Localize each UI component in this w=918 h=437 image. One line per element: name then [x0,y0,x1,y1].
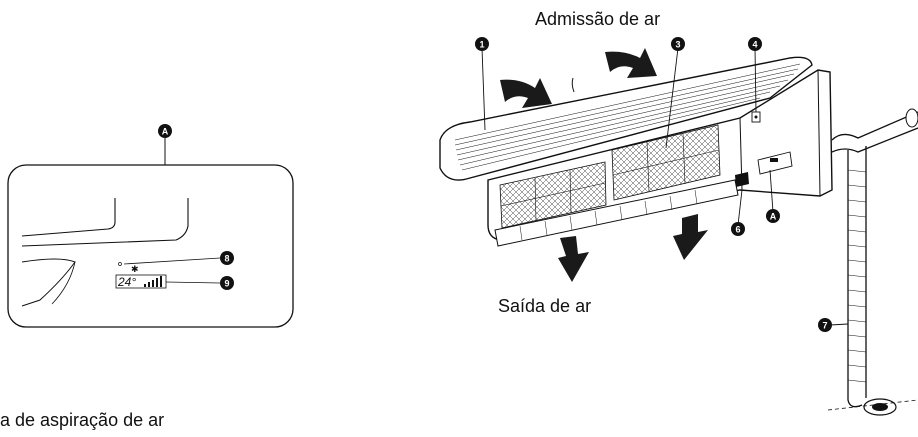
air-filter-left [499,161,607,229]
emergency-switch [735,172,749,187]
svg-text:A: A [162,127,169,137]
callout-4: 4 [748,37,762,51]
callout-9: 9 [220,276,234,290]
airflow-arrow-icon [500,48,708,282]
svg-text:8: 8 [224,254,229,264]
callout-a-detail: A [158,124,172,138]
air-intake-label: Admissão de ar [535,9,661,29]
svg-text:7: 7 [822,321,827,331]
svg-text:9: 9 [224,279,229,289]
snowflake-icon: ✱ [131,265,139,275]
callout-1: 1 [475,37,489,51]
detail-display: 24° ✱ [115,262,167,289]
front-cover [439,56,813,181]
svg-text:4: 4 [752,40,757,50]
air-outlet-label: Saída de ar [498,296,592,316]
callout-a-unit: A [766,209,780,223]
svg-text:6: 6 [735,225,740,235]
indoor-unit [439,56,833,247]
unit-display-panel [757,151,793,175]
callout-6: 6 [731,222,745,236]
detail-view-a: 24° ✱ [7,138,294,328]
signal-bars-icon [144,276,162,287]
display-temperature: 24° [117,275,136,289]
indicator-led [118,262,122,266]
svg-text:3: 3 [675,40,680,50]
callout-3: 3 [671,37,685,51]
svg-text:A: A [770,212,777,222]
callout-7: 7 [818,318,832,332]
airflow-swirl [571,77,575,93]
callout-8: 8 [220,251,234,265]
svg-text:1: 1 [479,40,484,50]
refrigerant-pipe [827,108,918,416]
intake-grille-label: a de aspiração de ar [0,410,165,430]
